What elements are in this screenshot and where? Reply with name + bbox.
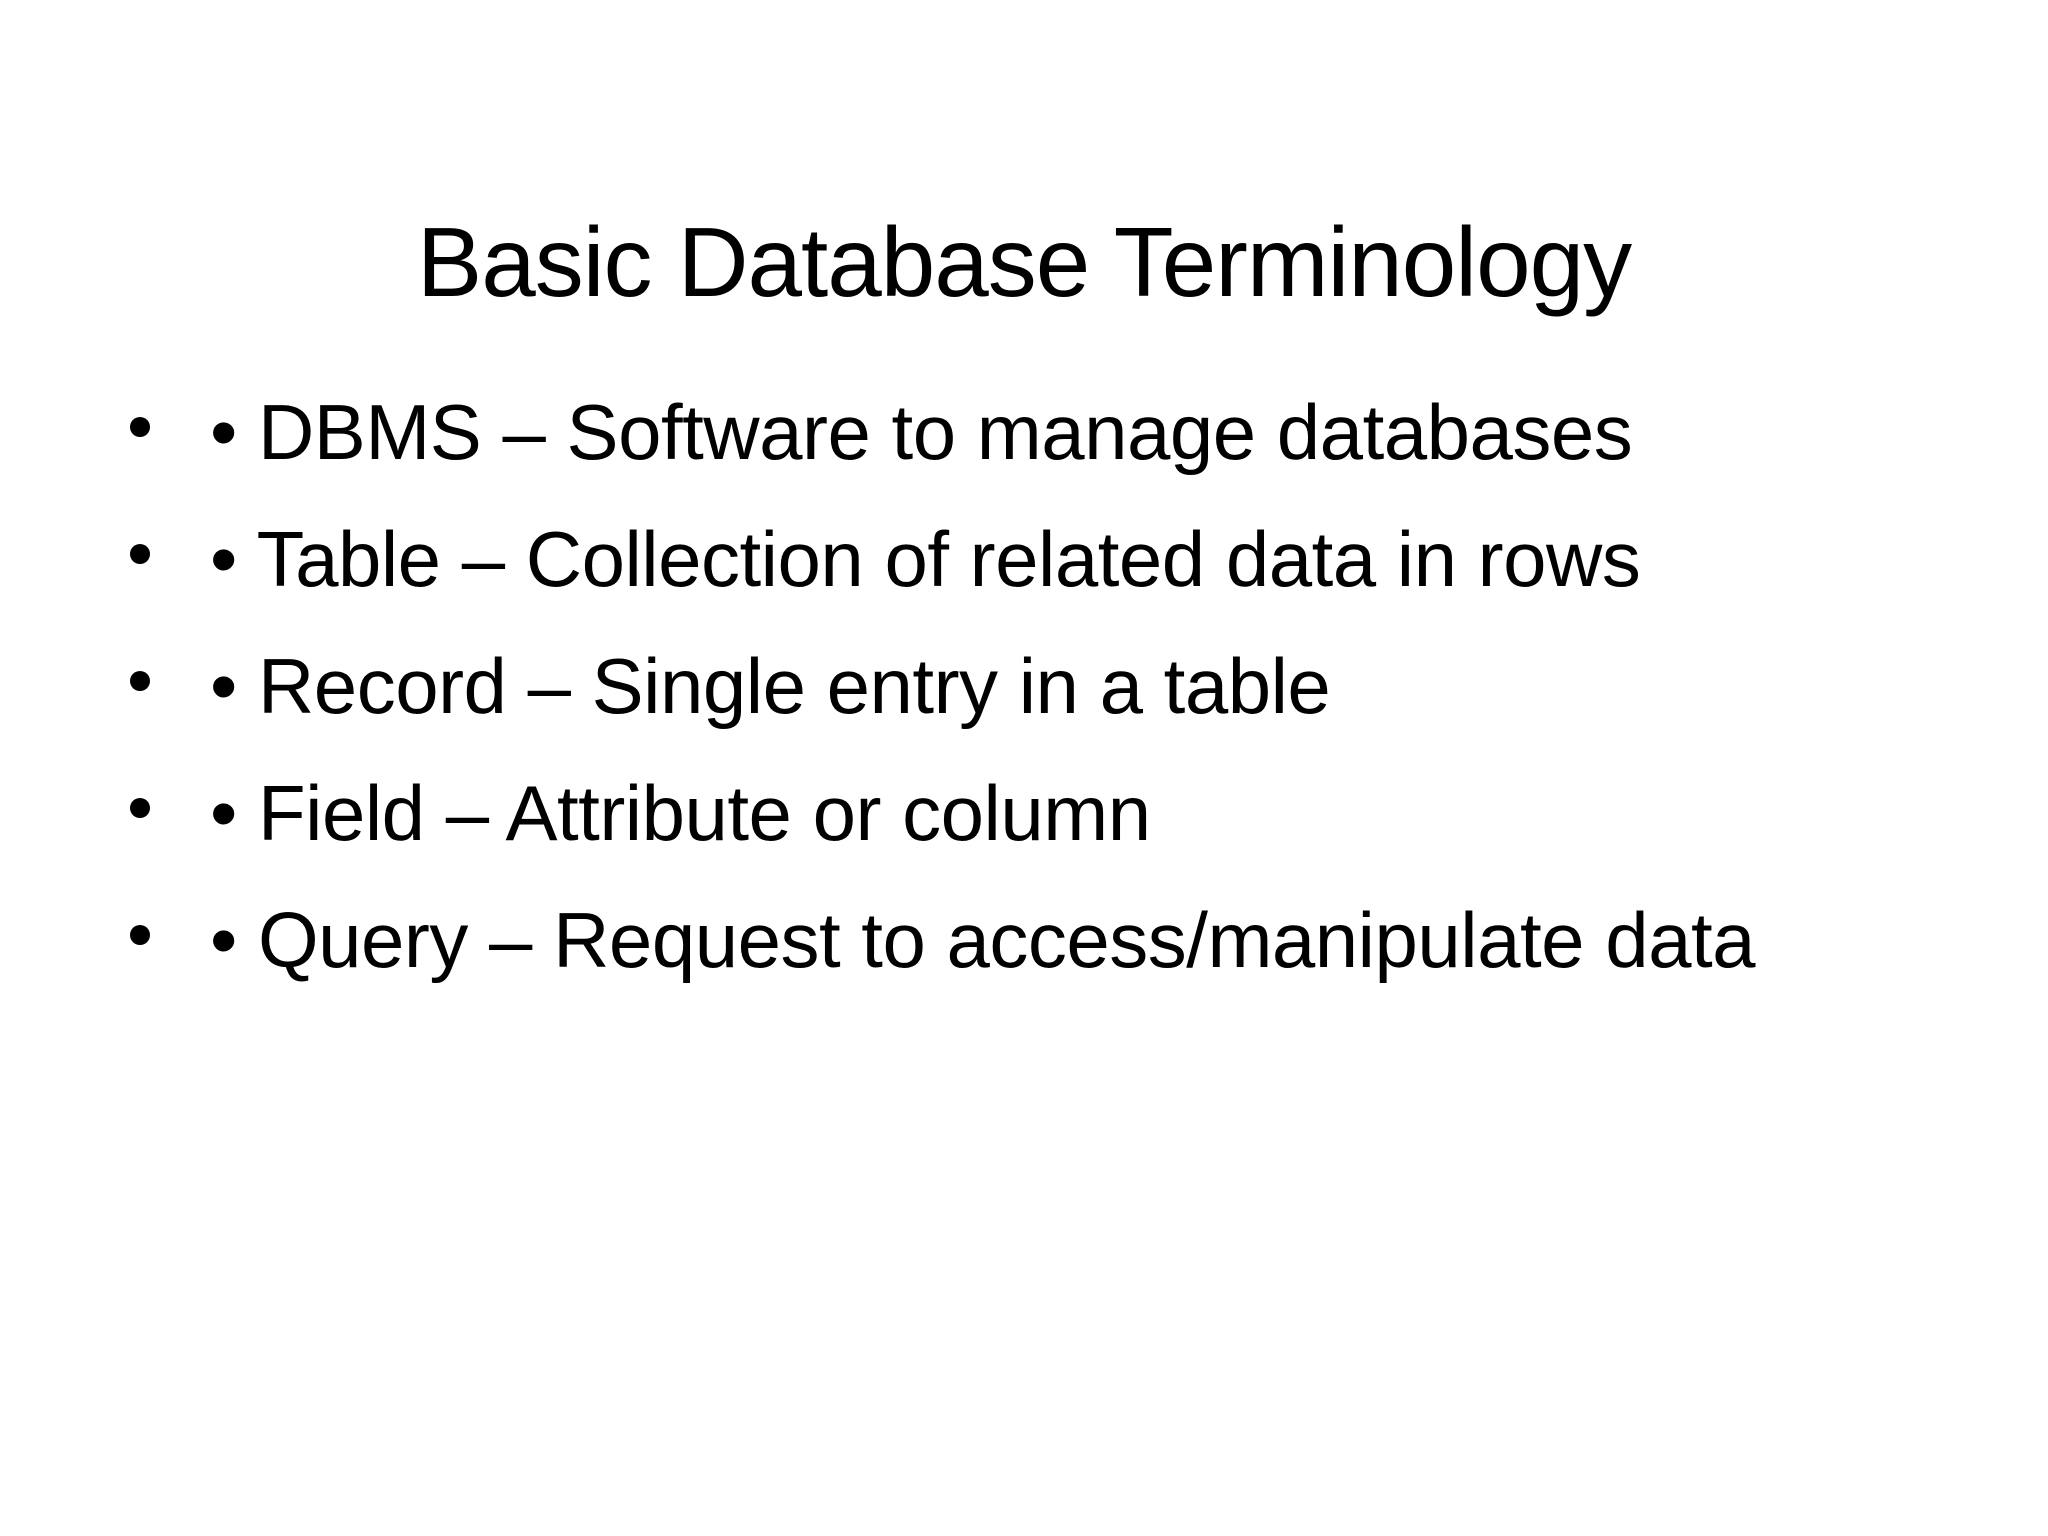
bullet-text: • Record – Single entry in a table [210, 642, 1331, 730]
bullet-item-record: • Record – Single entry in a table [0, 623, 2048, 750]
bullet-text: • Table – Collection of related data in … [210, 515, 1641, 603]
bullet-text: • Field – Attribute or column [210, 769, 1151, 857]
bullet-item-field: • Field – Attribute or column [0, 750, 2048, 877]
slide-title: Basic Database Terminology [416, 206, 1632, 317]
bullet-item-query: • Query – Request to access/manipulate d… [0, 877, 2048, 1004]
bullet-marker-icon [130, 925, 150, 945]
bullet-marker-icon [130, 671, 150, 691]
bullet-text: • Query – Request to access/manipulate d… [210, 896, 1756, 984]
bullet-marker-icon [130, 544, 150, 564]
bullet-marker-icon [130, 798, 150, 818]
bullet-item-dbms: • DBMS – Software to manage databases [0, 369, 2048, 496]
bullet-list: • DBMS – Software to manage databases • … [0, 369, 2048, 1004]
bullet-item-table: • Table – Collection of related data in … [0, 496, 2048, 623]
bullet-marker-icon [130, 417, 150, 437]
bullet-text: • DBMS – Software to manage databases [210, 388, 1633, 476]
